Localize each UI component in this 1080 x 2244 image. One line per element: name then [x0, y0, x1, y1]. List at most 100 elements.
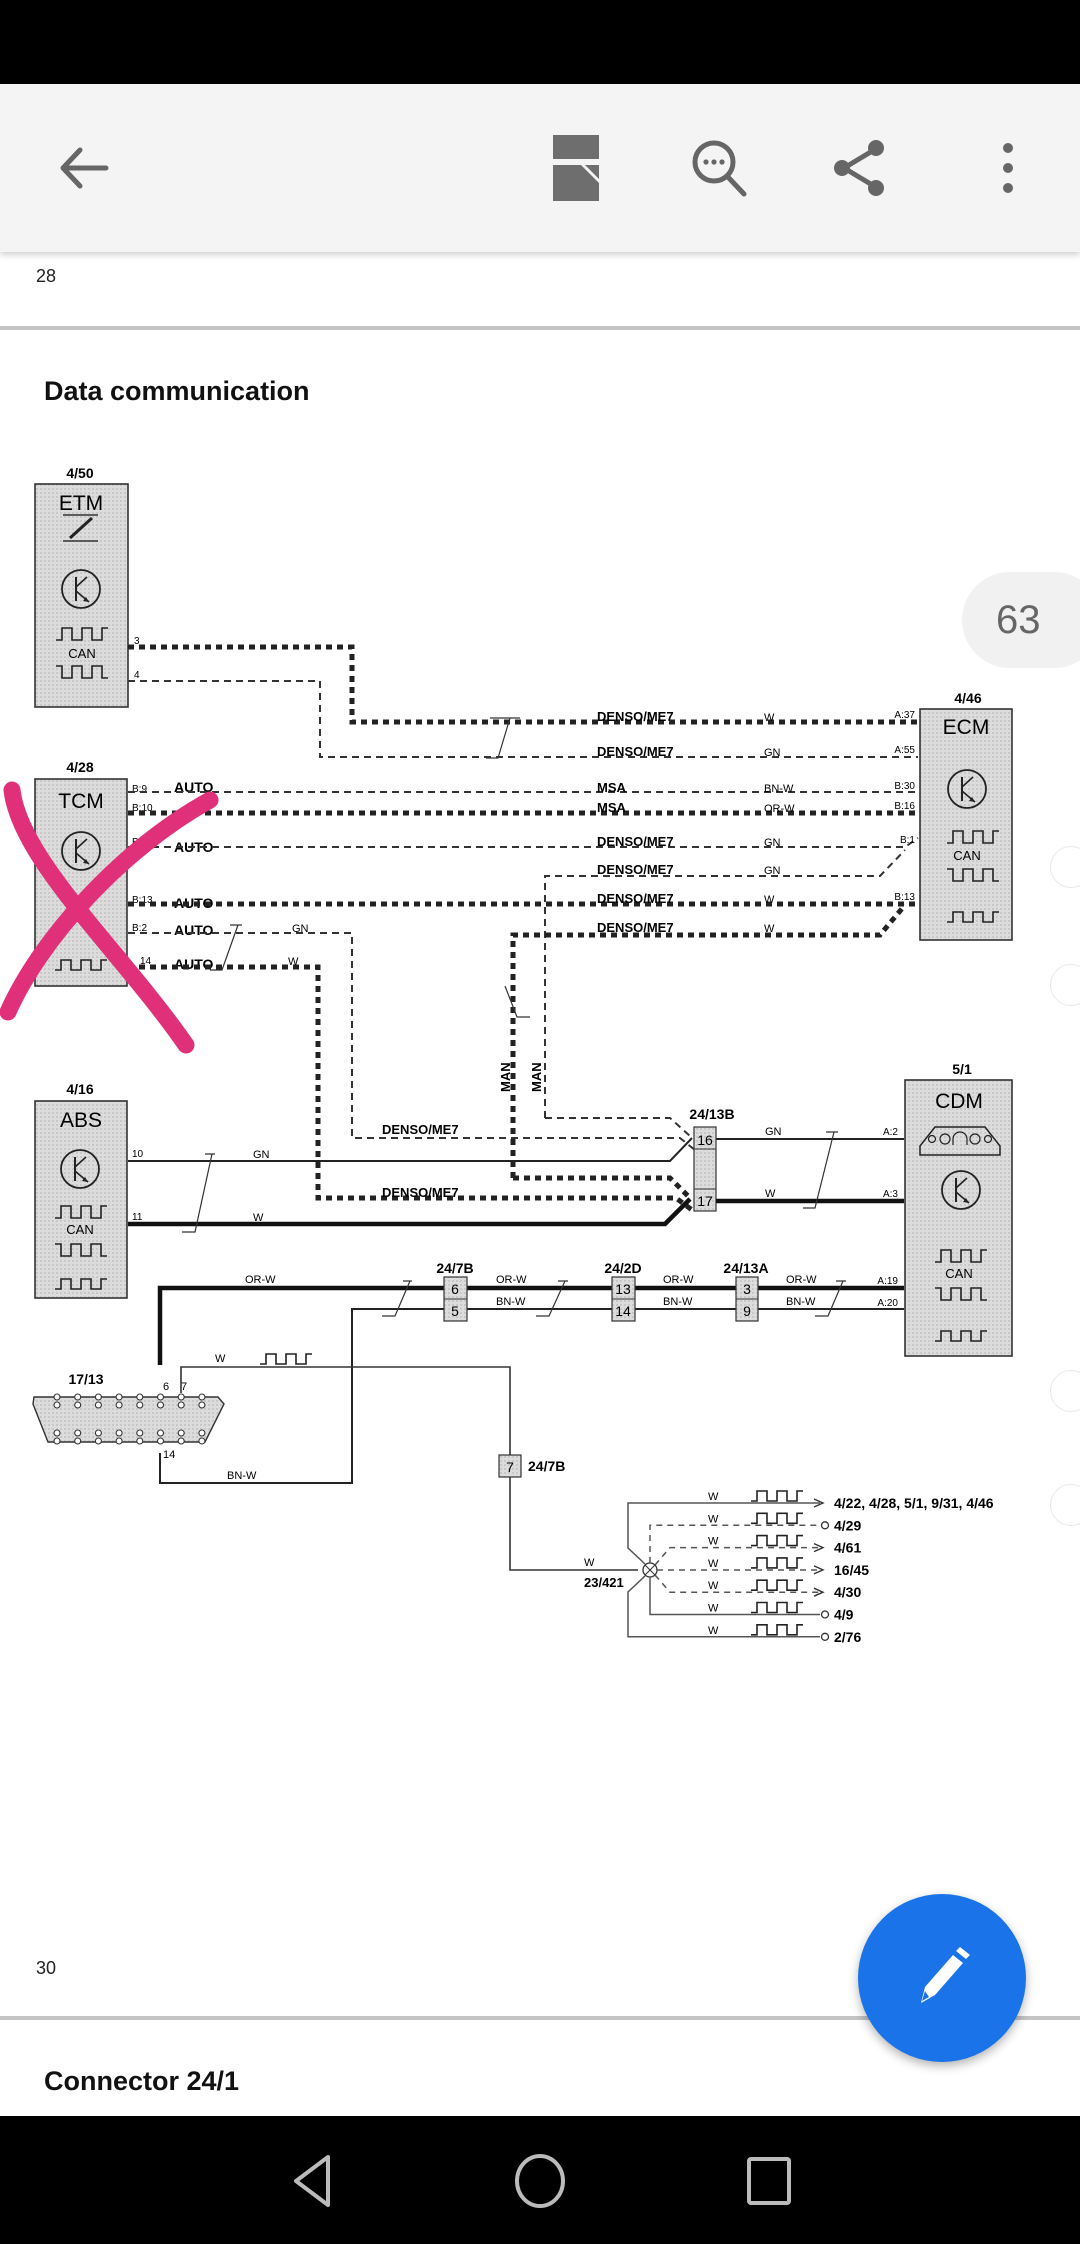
dlc-pin-terminal [136, 1393, 144, 1401]
wire-color-label: W [288, 956, 299, 968]
ecm-pin: A:55 [894, 745, 915, 756]
cdm-pin: A:20 [877, 1298, 898, 1309]
dlc-pin: 14 [163, 1449, 175, 1461]
dlc-pin-terminal [53, 1393, 61, 1401]
connector-pin: 14 [615, 1303, 631, 1319]
signal-icon [750, 1601, 804, 1614]
wire-variant-label: DENSO/ME7 [597, 920, 674, 935]
wire-color-label: W [708, 1536, 719, 1548]
tcm-pin: B:10 [132, 803, 153, 814]
throttle-icon [68, 516, 94, 540]
dlc-pin-terminal [53, 1401, 61, 1409]
dlc-pin-terminal [115, 1401, 123, 1409]
arrow-back-icon [60, 147, 109, 189]
arrow-end-icon [813, 1542, 825, 1553]
splice-destination-label: 4/61 [834, 1540, 861, 1556]
dlc-pin-terminal [198, 1401, 206, 1409]
ecm-pin: B:16 [894, 801, 915, 812]
wire-variant-label: DENSO/ME7 [597, 834, 674, 849]
scroll-marker[interactable] [1050, 846, 1080, 888]
nav-back-button[interactable] [268, 2136, 358, 2226]
wire-variant-label: DENSO/ME7 [382, 1185, 459, 1200]
connector-pin: 13 [615, 1281, 631, 1297]
etm-pin: 4 [134, 670, 140, 681]
wire-color-label: W [253, 1212, 264, 1224]
status-bar [0, 0, 1080, 84]
nav-recents-icon [747, 2157, 791, 2205]
variant-label: AUTO [174, 895, 214, 911]
search-in-document-button[interactable] [680, 128, 760, 208]
wire-color-label: OR-W [663, 1274, 694, 1286]
top-app-bar [0, 84, 1080, 252]
abs-module [34, 1100, 128, 1299]
wiring-diagram: 4/50 ETM CAN 3 4 4/28 TCM B:9 B:10 B:1 B… [0, 465, 1013, 1645]
edit-pencil-icon [921, 1947, 970, 2003]
splice-branch-wire [649, 1577, 820, 1616]
edit-fab-button[interactable] [858, 1894, 1026, 2062]
page-separator [0, 2016, 1080, 2020]
wire-variant-label: DENSO/ME7 [597, 891, 674, 906]
wire-variant-label: MSA [597, 800, 627, 815]
tcm-pin: B:9 [132, 784, 147, 795]
wire-variant-label: MSA [597, 780, 627, 795]
tcm-pin: B:13 [132, 895, 153, 906]
page-layout-button[interactable] [536, 128, 616, 208]
dlc-pin-terminal [198, 1393, 206, 1401]
ecm-can-label: CAN [953, 848, 980, 863]
splice-branch-wire [627, 1502, 820, 1565]
connector-pin: 7 [506, 1459, 514, 1475]
nav-home-button[interactable] [495, 2136, 585, 2226]
dlc-pin-terminal [94, 1393, 102, 1401]
share-button[interactable] [820, 128, 900, 208]
wire-color-label: GN [764, 837, 781, 849]
arrow-end-icon [813, 1587, 825, 1597]
cdm-pin: A:3 [883, 1189, 898, 1200]
wire-color-label: W [765, 1188, 776, 1200]
connector-pin: 3 [743, 1281, 751, 1297]
ecm-pin: B:13 [894, 892, 915, 903]
splice-branch-wire [654, 1574, 820, 1593]
connector-ref: 24/7B [528, 1458, 565, 1474]
ecm-module [919, 708, 1013, 941]
signal-icon [259, 1353, 313, 1365]
scroll-marker[interactable] [1050, 964, 1080, 1006]
connector-24-13b [693, 1126, 717, 1212]
more-options-button[interactable] [968, 128, 1048, 208]
wire-color-label: W [215, 1353, 226, 1365]
nav-recents-button[interactable] [724, 2136, 814, 2226]
search-in-document-icon [692, 140, 747, 197]
connector-ref: 24/7B [436, 1260, 473, 1276]
wire-color-label: GN [764, 865, 781, 877]
wire-color-label: OR-W [245, 1274, 276, 1286]
connector-pin: 9 [743, 1303, 751, 1319]
wire-color-label: OR-W [496, 1274, 527, 1286]
signal-icon [750, 1624, 804, 1636]
tcm-pin: 14 [140, 956, 152, 967]
next-section-title: Connector 24/1 [44, 2066, 240, 2096]
dlc-pin-terminal [156, 1437, 165, 1445]
dlc-pin-terminal [156, 1401, 165, 1409]
scroll-marker[interactable] [1050, 1484, 1080, 1526]
variant-label: MAN [498, 1062, 513, 1092]
hand-drawn-x-annotation [0, 781, 219, 1054]
wire-color-label: BN-W [764, 783, 794, 795]
wire-color-label: GN [764, 747, 781, 759]
splice-point [642, 1562, 658, 1578]
splice-branch-wire [654, 1546, 820, 1566]
ecm-ref: 4/46 [954, 690, 981, 706]
abs-can-label: CAN [66, 1222, 93, 1237]
connector-ref: 24/13B [689, 1106, 734, 1122]
cdm-module [904, 1079, 1013, 1357]
page-separator [0, 326, 1080, 330]
system-navigation-bar [0, 2116, 1080, 2244]
wire-color-label: GN [765, 1126, 782, 1138]
splice-destination-label: 4/29 [834, 1517, 861, 1533]
variant-label: AUTO [174, 922, 214, 938]
splice-destination-label: 4/22, 4/28, 5/1, 9/31, 4/46 [834, 1495, 994, 1511]
more-options-icon [1003, 143, 1013, 193]
dlc-pin-terminal [115, 1437, 123, 1445]
arrow-end-icon [813, 1498, 825, 1508]
dlc-pin-terminal [177, 1401, 185, 1409]
wire-color-label: W [708, 1580, 719, 1592]
back-button[interactable] [44, 128, 124, 208]
